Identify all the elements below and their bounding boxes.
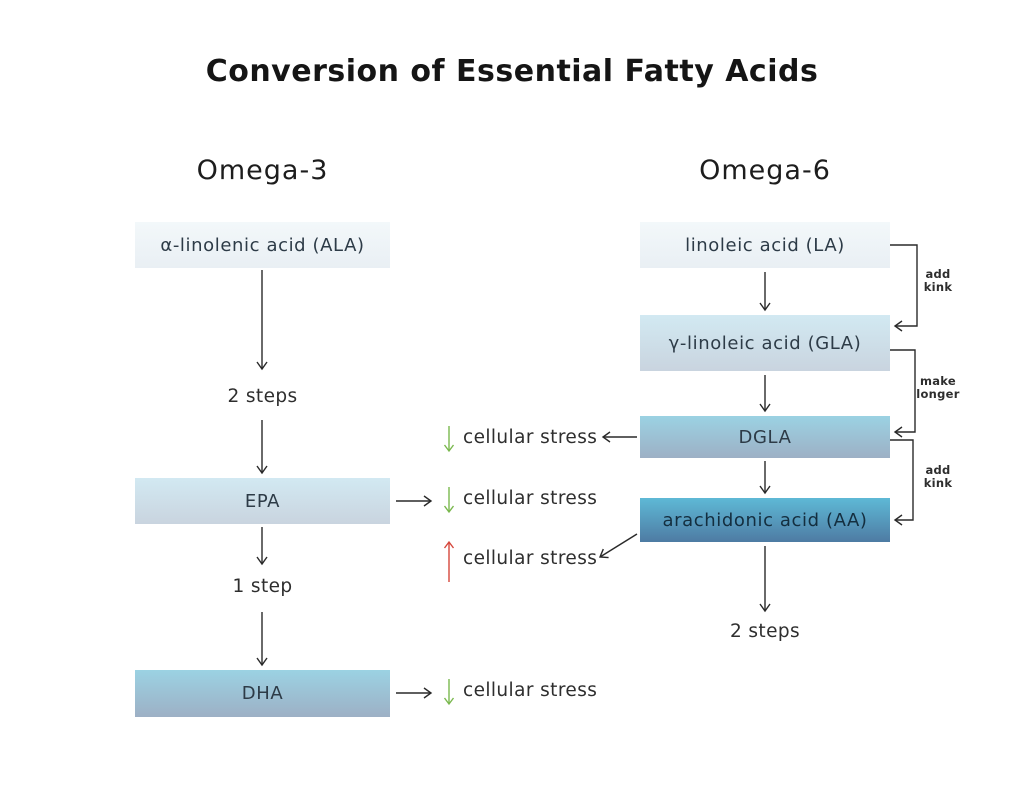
step-label-ala-epa: 2 steps <box>227 386 298 407</box>
bracket-label-make-longer: make longer <box>910 375 966 401</box>
node-ala: α-linolenic acid (ALA) <box>135 222 390 268</box>
page-title: Conversion of Essential Fatty Acids <box>205 54 819 89</box>
bracket-label-add-kink-1: add kink <box>910 268 966 294</box>
bracket-label-add-kink-2: add kink <box>910 464 966 490</box>
bracket-label-line: add <box>925 463 951 477</box>
effect-label-epa: cellular stress <box>463 488 598 509</box>
node-gla: γ-linoleic acid (GLA) <box>640 315 890 371</box>
column-header-omega3: Omega-3 <box>196 155 329 186</box>
node-aa: arachidonic acid (AA) <box>640 498 890 542</box>
bracket-label-line: make <box>919 374 957 388</box>
bracket-label-line: kink <box>923 280 953 294</box>
step-label-aa-downstream: 2 steps <box>729 621 801 642</box>
step-label-epa-dha: 1 step <box>232 576 293 597</box>
node-dha: DHA <box>135 670 390 717</box>
node-epa: EPA <box>135 478 390 524</box>
bracket-label-line: longer <box>916 387 960 401</box>
bracket-label-line: kink <box>923 476 953 490</box>
effect-label-dha: cellular stress <box>463 680 598 701</box>
column-header-omega6: Omega-6 <box>699 155 831 186</box>
arrow-aa-to-effect <box>598 533 638 559</box>
effect-label-aa: cellular stress <box>463 548 598 569</box>
effect-label-dgla: cellular stress <box>463 427 598 448</box>
node-la: linoleic acid (LA) <box>640 222 890 268</box>
node-dgla: DGLA <box>640 416 890 458</box>
bracket-label-line: add <box>925 267 951 281</box>
